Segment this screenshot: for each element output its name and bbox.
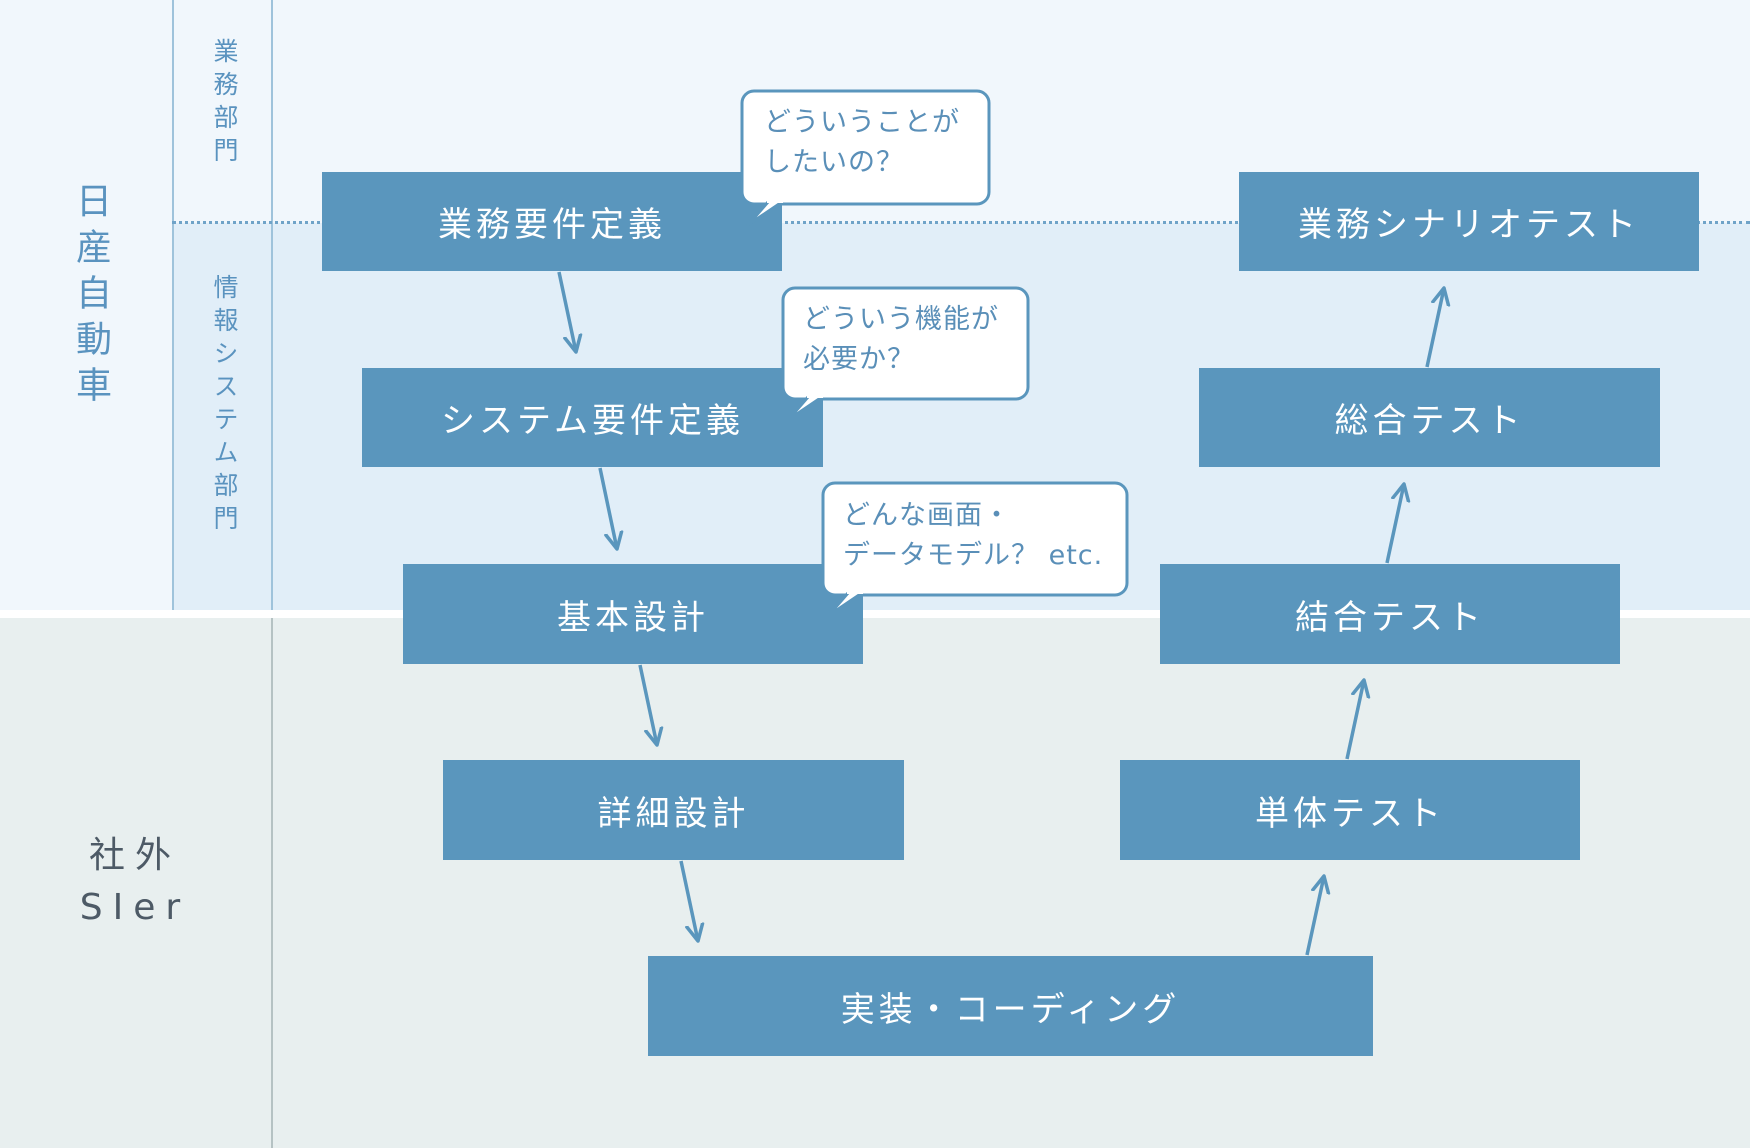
callout-system [781, 286, 1030, 422]
callout-system-line1: どういう機能が [803, 304, 999, 335]
step-integration-test: 結合テスト [1160, 564, 1620, 664]
arrow-system-to-business-scenario [1425, 288, 1444, 368]
step-system-requirements: システム要件定義 [362, 368, 823, 467]
step-basic-design: 基本設計 [403, 564, 863, 664]
lane-divider-left [172, 0, 174, 610]
arrow-implementation-to-unit [1305, 876, 1324, 956]
callout-basic [821, 481, 1129, 618]
outside-lane-divider [271, 618, 273, 1148]
dept-boundary-dotted-line [172, 221, 1750, 224]
arrow-unit-to-integration [1345, 680, 1364, 760]
step-detailed-design: 詳細設計 [443, 760, 904, 860]
arrow-basic-to-detailed [638, 664, 657, 745]
arrow-business-to-system [557, 271, 576, 352]
callout-system-line2: 必要か？ [803, 344, 915, 375]
arrow-integration-to-system [1385, 484, 1404, 564]
arrow-system-to-basic [598, 467, 617, 549]
step-business-requirements: 業務要件定義 [322, 172, 782, 271]
lane-divider-right [271, 0, 273, 610]
org-label-outside: 社外 SIer [40, 830, 230, 934]
dept-label-business: 業務部門 [210, 38, 239, 170]
org-label-outside-line1: 社外 [88, 835, 181, 876]
callout-business-text: どういうことが したいの？ [764, 103, 960, 183]
arrow-detailed-to-implementation [679, 860, 698, 941]
lane-separator [0, 610, 1750, 618]
callout-basic-line2: データモデル？ etc. [843, 540, 1104, 571]
step-business-scenario-test: 業務シナリオテスト [1239, 172, 1699, 271]
outside-lane-background [0, 618, 1750, 1148]
callout-basic-text: どんな画面・ データモデル？ etc. [843, 496, 1103, 576]
dept-label-is: 情報システム部門 [210, 274, 239, 538]
callout-business-line1: どういうことが [764, 107, 960, 138]
org-label-nissan: 日産自動車 [70, 182, 111, 412]
callout-system-text: どういう機能が 必要か？ [803, 300, 999, 380]
step-implementation: 実装・コーディング [648, 956, 1373, 1056]
callout-basic-line1: どんな画面・ [843, 500, 1011, 531]
callout-business [740, 89, 991, 227]
callout-business-line2: したいの？ [764, 147, 904, 178]
step-system-test: 総合テスト [1199, 368, 1660, 467]
org-label-outside-line2: SIer [79, 887, 191, 928]
step-unit-test: 単体テスト [1120, 760, 1580, 860]
